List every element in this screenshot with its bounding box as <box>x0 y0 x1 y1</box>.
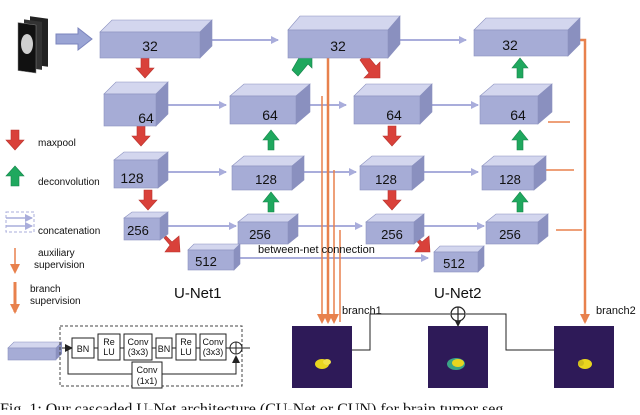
block-label: 128 <box>255 172 277 187</box>
legend-branch-label-2: supervision <box>30 296 81 307</box>
block-u1-32: 32 <box>99 19 213 59</box>
branch1-label: branch1 <box>342 305 382 317</box>
block-label: 256 <box>499 227 521 242</box>
between-net-label: between-net connection <box>258 244 375 256</box>
block-label: 64 <box>262 107 278 123</box>
block-label: 128 <box>120 170 144 186</box>
block-label: 32 <box>502 37 518 53</box>
block-d1-64: 64 <box>229 83 311 125</box>
svg-text:Conv: Conv <box>136 365 158 375</box>
unet2-label: U-Net2 <box>434 285 482 302</box>
block-d2-64: 64 <box>479 83 553 125</box>
svg-text:BN: BN <box>158 344 171 354</box>
block-label: 32 <box>142 38 158 54</box>
block-u2-256: 256 <box>365 213 425 245</box>
svg-text:(1x1): (1x1) <box>137 376 158 386</box>
svg-text:Conv: Conv <box>127 337 149 347</box>
relu-box <box>97 333 121 361</box>
block-label: 512 <box>195 254 217 269</box>
block-u2-64: 64 <box>353 83 433 125</box>
block-label: 256 <box>381 227 403 242</box>
branch2-output <box>554 326 614 388</box>
block-d2-256: 256 <box>485 213 549 245</box>
block-u2-128: 128 <box>359 155 425 191</box>
block-label: 512 <box>443 256 465 271</box>
block-d1-128: 128 <box>231 155 305 191</box>
svg-text:Conv: Conv <box>202 337 224 347</box>
block-u1-256: 256 <box>123 211 169 241</box>
maxpool-arrows <box>131 53 431 253</box>
block-label: 128 <box>499 172 521 187</box>
block-u1-128: 128 <box>113 151 169 189</box>
block-d2-128: 128 <box>481 155 547 191</box>
deconv-arrow <box>262 129 280 151</box>
output-maps <box>292 306 614 388</box>
legend-deconv-label: deconvolution <box>38 177 100 188</box>
block-d1-32: 32 <box>287 15 401 59</box>
block-label: 64 <box>510 107 526 123</box>
maxpool-arrow <box>382 125 402 147</box>
maxpool-arrow <box>135 57 155 79</box>
residual-block: BN Re LU Conv (3x3) BN Re LU Conv (3x3) … <box>7 325 250 389</box>
deconv-arrow <box>511 57 529 79</box>
block-label: 64 <box>386 107 402 123</box>
branch2-label: branch2 <box>596 305 636 317</box>
svg-text:Re: Re <box>180 337 192 347</box>
input-arrow <box>55 26 93 52</box>
deconv-arrow <box>511 129 529 151</box>
block-label: 256 <box>127 223 149 238</box>
block-label: 256 <box>249 227 271 242</box>
legend-deconv-arrow <box>5 165 25 187</box>
block-label: 128 <box>375 172 397 187</box>
maxpool-arrow <box>138 189 158 211</box>
block-icon <box>7 341 63 361</box>
conv-box <box>199 333 227 361</box>
conv-1x1-box <box>131 361 163 389</box>
feature-blocks: 32 64 128 256 512 <box>99 15 581 273</box>
svg-text:Re: Re <box>103 337 115 347</box>
block-d1-256: 256 <box>237 213 299 245</box>
block-u2-512: 512 <box>433 245 485 273</box>
skip-connections <box>158 36 485 262</box>
figure-caption: Fig. 1: Our cascaded U-Net architecture … <box>0 401 503 410</box>
block-label: 64 <box>138 110 154 126</box>
legend-maxpool-label: maxpool <box>38 138 76 149</box>
svg-text:(3x3): (3x3) <box>203 347 224 357</box>
svg-text:LU: LU <box>103 347 115 357</box>
maxpool-arrow <box>382 189 402 211</box>
maxpool-arrow <box>131 125 151 147</box>
legend: maxpool deconvolution concatenation auxi… <box>5 129 100 314</box>
branch1-output <box>292 326 352 388</box>
block-u1-64: 64 <box>103 81 169 127</box>
input-image-stack <box>17 16 48 74</box>
block-d2-32: 32 <box>473 17 581 57</box>
maxpool-arrow <box>163 235 181 253</box>
legend-branch-label-1: branch <box>30 284 61 295</box>
legend-aux-label-2: supervision <box>34 260 85 271</box>
deconv-arrow <box>262 191 280 213</box>
svg-text:LU: LU <box>180 347 192 357</box>
svg-text:BN: BN <box>77 344 90 354</box>
block-label: 32 <box>330 38 346 54</box>
conv-box <box>123 333 153 361</box>
fusion-lines <box>352 313 554 351</box>
legend-concat-icon <box>5 211 35 233</box>
block-u1-512: 512 <box>187 243 241 271</box>
legend-aux-label-1: auxiliary <box>38 248 75 259</box>
svg-text:(3x3): (3x3) <box>128 347 149 357</box>
legend-maxpool-arrow <box>5 129 25 151</box>
relu-box <box>175 333 197 361</box>
fused-output <box>428 326 488 388</box>
unet1-label: U-Net1 <box>174 285 222 302</box>
legend-concat-label: concatenation <box>38 226 100 237</box>
deconv-arrow <box>511 191 529 213</box>
